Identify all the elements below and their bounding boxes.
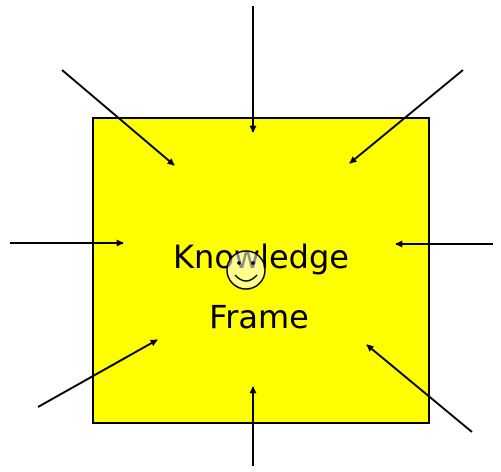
arrow-from-top-left (61, 69, 175, 166)
frame-label-frame: Frame (209, 298, 309, 336)
arrow-from-top-right (349, 69, 464, 164)
arrow-from-bottom-left (37, 339, 158, 408)
smiley-face-icon (226, 250, 266, 290)
arrow-from-bottom-right (366, 344, 473, 433)
inward-arrows (10, 6, 493, 466)
